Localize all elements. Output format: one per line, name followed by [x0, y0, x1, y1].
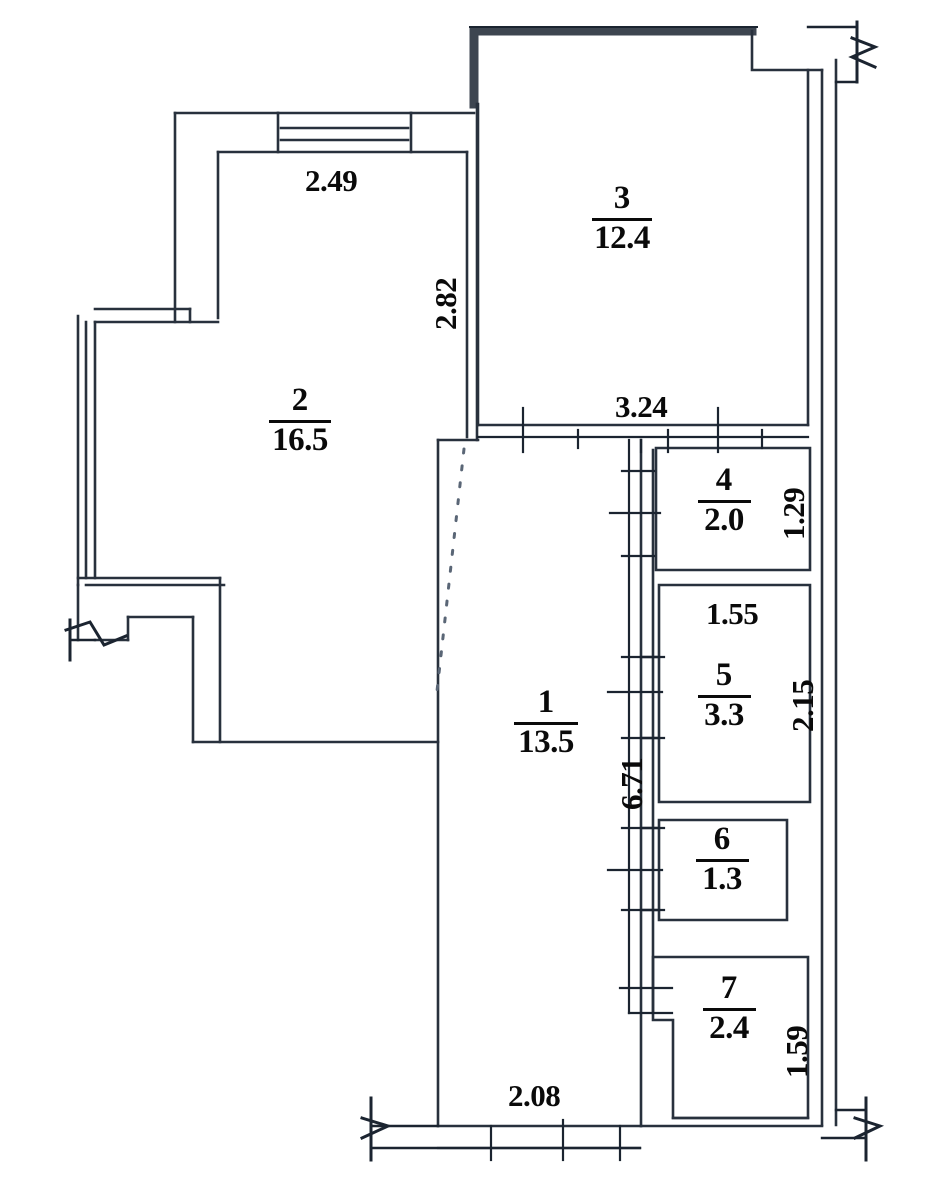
room-rule	[702, 1007, 756, 1011]
room-label-2: 2 16.5	[252, 382, 348, 458]
room-area: 13.5	[518, 723, 574, 760]
room-label-7: 7 2.4	[686, 970, 772, 1046]
room-area: 16.5	[272, 421, 328, 458]
room-number: 1	[537, 684, 555, 720]
room-7-outline	[651, 955, 810, 1120]
dimension-2-08: 2.08	[508, 1078, 561, 1113]
room-area: 12.4	[594, 219, 650, 256]
room-rule	[514, 721, 578, 725]
room-label-4: 4 2.0	[681, 462, 767, 538]
room-number: 6	[713, 821, 731, 857]
dashed-partition	[434, 447, 466, 702]
dimension-2-15: 2.15	[785, 679, 820, 732]
room-number: 3	[613, 180, 631, 216]
dimension-lines	[436, 406, 810, 1162]
room-number: 4	[715, 462, 733, 498]
room-rule	[269, 419, 331, 423]
dimension-2-49: 2.49	[305, 163, 358, 198]
dimension-1-55: 1.55	[706, 596, 759, 631]
room-rule	[697, 499, 751, 503]
dimension-6-71: 6.71	[614, 757, 649, 810]
break-symbol-bottom-right	[852, 1096, 885, 1162]
room-area: 3.3	[704, 696, 744, 733]
room-label-3: 3 12.4	[574, 180, 670, 256]
room-area: 2.4	[709, 1009, 749, 1046]
room-1-outline	[436, 438, 655, 1128]
dimension-3-24: 3.24	[615, 389, 668, 424]
room-number: 2	[291, 382, 309, 418]
room-number: 5	[715, 657, 733, 693]
room-number: 7	[720, 970, 738, 1006]
dimension-1-29: 1.29	[776, 487, 811, 540]
room-area: 1.3	[702, 860, 742, 897]
dimension-2-82: 2.82	[428, 277, 463, 330]
break-symbol-top-right	[848, 20, 879, 84]
dimension-1-59: 1.59	[779, 1025, 814, 1078]
room-rule	[592, 217, 652, 221]
room-rule	[695, 858, 749, 862]
break-symbol-bottom-left	[360, 1096, 393, 1162]
room-rule	[697, 694, 751, 698]
room-label-1: 1 13.5	[498, 684, 594, 760]
room-area: 2.0	[704, 501, 744, 538]
room-label-5: 5 3.3	[681, 657, 767, 733]
room-2-outline	[76, 102, 479, 744]
outer-right-wall	[806, 58, 838, 1127]
room-label-6: 6 1.3	[679, 821, 765, 897]
room-4-outline	[654, 446, 812, 572]
